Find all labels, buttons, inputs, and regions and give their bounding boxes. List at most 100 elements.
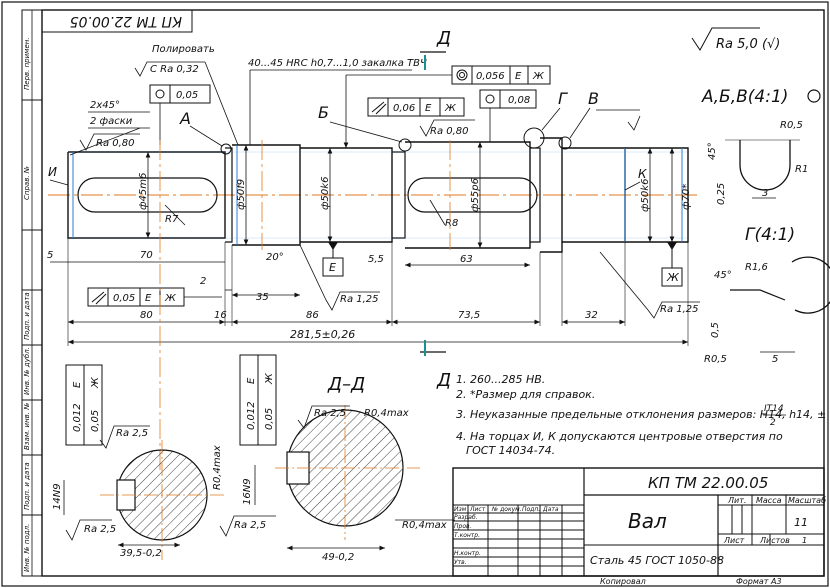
tol-runout1-e: Е [515, 71, 522, 82]
label-ra080-mid: Ra 0,80 [430, 126, 469, 137]
sec-left-width: 14N9 [52, 483, 63, 510]
tech-notes: 1. 260...285 НВ. 2. *Размер для справок.… [456, 373, 826, 457]
tol-flat1: 0,05 [176, 90, 198, 101]
tb-format: Формат А3 [736, 577, 782, 586]
datum-e: Е [329, 261, 336, 274]
tol-runout1-zh: Ж [532, 71, 545, 82]
sec-left-dim: 39,5-0,2 [120, 548, 162, 559]
dim-r3: 3 [762, 188, 768, 199]
section-d-top: Д [436, 28, 451, 49]
label-chamfer: 2х45° [90, 100, 120, 111]
dim-l5: 5 [47, 250, 53, 261]
dim-l63: 63 [460, 254, 473, 265]
top-annotations: Полировать С Ra 0,32 40...45 HRC h0,7...… [48, 28, 647, 191]
dim-d50-3: ф50k6 [640, 179, 651, 212]
label-ra080-left: Ra 0,80 [96, 138, 135, 149]
dim-ang45b: 45° [714, 270, 732, 281]
dim-r7: R7 [165, 214, 179, 225]
tb-row-prov: Пров. [454, 523, 472, 530]
dim-l35: 35 [256, 292, 269, 303]
tb-name: Вал [628, 509, 667, 533]
tb-row-razrab: Разраб. [454, 514, 478, 521]
tb-sheet: Лист [723, 536, 745, 545]
datum-zh: Ж [666, 271, 680, 284]
sec-right-r: R0,4max [364, 408, 409, 419]
dim-l16: 16 [214, 310, 227, 321]
note-4: 4. На торцах И, К допускаются центровые … [456, 430, 783, 443]
dim-l20: 20° [266, 252, 284, 263]
sec-right-ra2: Ra 2,5 [234, 520, 266, 531]
dim-d70: ф70* [681, 184, 692, 210]
section-right: Д–Д 0,012 0,05 Е Ж 16N9 Ra 2,5 R0,4max R… [219, 354, 455, 563]
title-block: КП ТМ 22.00.05 Вал Сталь 45 ГОСТ 1050-88… [452, 467, 826, 586]
strip-label-4: Взам. инв. № [23, 402, 31, 450]
sec-right-e: Е [246, 377, 257, 384]
tol-par1: 0,06 [393, 103, 415, 114]
dim-r05: R0,5 [780, 120, 803, 131]
sec-right-dim: 49-0,2 [322, 552, 354, 563]
dim-r025: 0,25 [716, 183, 727, 205]
tb-row-tkontr: Т.контр. [454, 532, 480, 539]
dim-l32: 32 [585, 310, 598, 321]
dim-d50-2: ф50k6 [320, 177, 331, 210]
dim-r16: R1,6 [745, 262, 768, 273]
dim-total: 281,5±0,26 [290, 328, 355, 341]
tb-sheets-value: 1 [802, 536, 807, 545]
sec-right-zh: Ж [264, 372, 275, 385]
dim-l70: 70 [140, 250, 153, 261]
detail-g-title: Г(4:1) [745, 225, 795, 245]
diameter-dimensions: ф45m6 ф50f9 ф50k6 ф55p6 ф50k6 ф70* R7 R8 [138, 142, 692, 248]
left-strip: Перв. примен. Справ. № Подп. и дата Инв.… [21, 9, 43, 577]
dim-l86: 86 [306, 310, 319, 321]
tb-col-date: Дата [542, 506, 559, 513]
dim-ang45: 45° [707, 142, 718, 160]
dim-l55: 5,5 [368, 254, 384, 265]
length-dimensions: 5 70 2 35 20° 5,5 63 0,05 Е Ж Ra 1,25 Ra… [47, 140, 700, 470]
tb-row-utv: Утв. [454, 559, 467, 566]
label-c-ra: С Ra 0,32 [150, 64, 199, 75]
tb-lit: Лит. [727, 496, 746, 505]
dim-d45: ф45m6 [138, 173, 149, 210]
detail-abv: А,Б,В(4:1) R0,5 R1 45° 0,25 3 [701, 87, 821, 205]
sec-right-sym: 0,05 [264, 408, 275, 430]
tb-col-list: Лист [469, 506, 486, 513]
tol-par2-e: Е [145, 293, 152, 304]
tol-par2-zh: Ж [164, 293, 177, 304]
dim-r8: R8 [445, 218, 458, 229]
tol-cyl1: 0,08 [508, 95, 530, 106]
dim-v05: 0,5 [710, 322, 721, 338]
strip-label-3: Инв. № дубл. [23, 347, 31, 395]
label-b: Б [318, 103, 329, 122]
sec-right-r2: R0,4max [402, 520, 447, 531]
section-d-bottom: Д [436, 370, 451, 391]
tb-copied: Копировал [600, 577, 646, 586]
tb-row-nkontr: Н.контр. [454, 550, 481, 557]
detail-abv-title: А,Б,В(4:1) [701, 87, 788, 107]
label-k: К [638, 167, 647, 181]
tb-scale-value: 11 [794, 516, 808, 529]
note-4b: ГОСТ 14034-74. [466, 444, 555, 457]
tb-mass: Масса [756, 496, 782, 505]
note-3-frac-bottom: 2 [770, 418, 776, 428]
dim-ra125b: Ra 1,25 [660, 304, 699, 315]
tb-col-sign: Подп. [522, 506, 540, 513]
dim-l2: 2 [200, 276, 206, 287]
dim-r1: R1 [795, 164, 808, 175]
strip-label-6: Инв. № подл. [23, 524, 31, 572]
label-g: Г [558, 89, 568, 108]
label-i: И [48, 165, 57, 179]
sec-right-par: 0,012 [246, 401, 257, 430]
label-polish: Полировать [152, 44, 215, 55]
strip-label-5: Подп. и дата [23, 462, 31, 510]
dim-l735: 73,5 [458, 310, 480, 321]
tol-par1-zh: Ж [444, 103, 457, 114]
code-box-rotated: КП ТМ 22.00.05 [41, 9, 193, 33]
sec-left-sym: 0,05 [90, 410, 101, 432]
strip-label-2: Подп. и дата [23, 292, 31, 340]
tb-material: Сталь 45 ГОСТ 1050-88 [590, 554, 724, 567]
dim-d50-1: ф50f9 [236, 179, 247, 210]
label-hardening: 40...45 HRC h0,7...1,0 закалка ТВЧ [248, 58, 427, 69]
sec-right-ra: Ra 2,5 [314, 408, 346, 419]
dim-v5: 5 [772, 354, 778, 365]
section-dd-title: Д–Д [327, 374, 365, 395]
